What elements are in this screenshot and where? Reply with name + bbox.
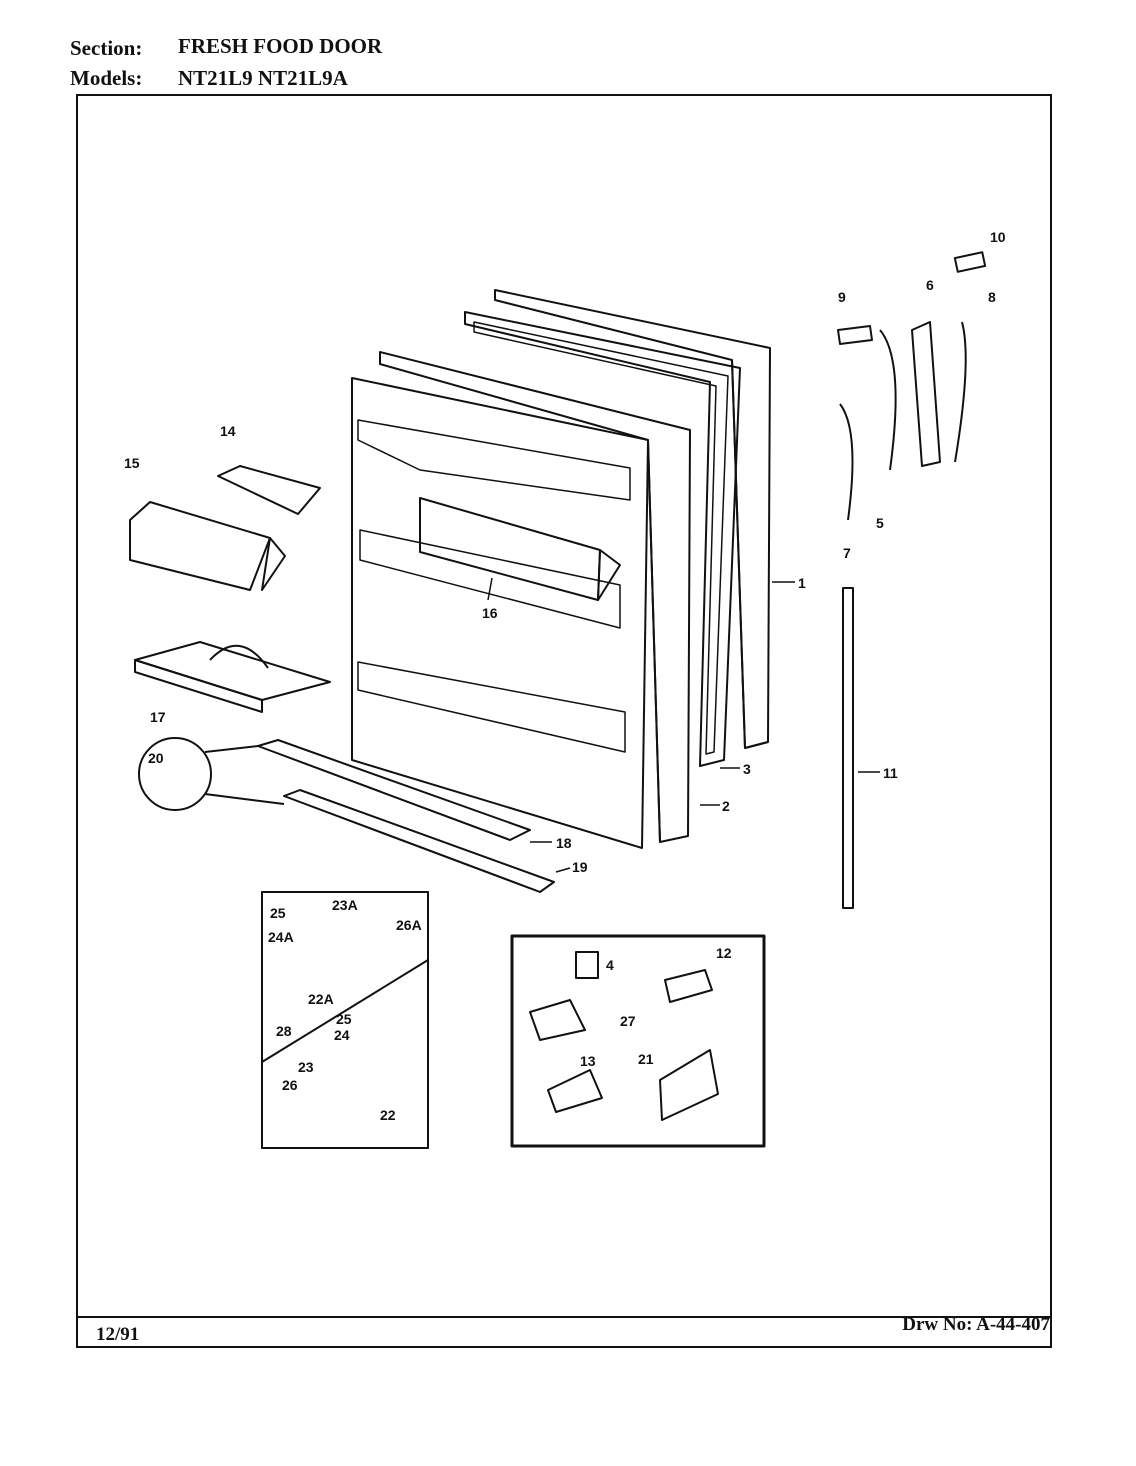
callout-4: 4 xyxy=(606,957,614,973)
callout-5: 5 xyxy=(876,515,884,531)
callout-10: 10 xyxy=(990,229,1006,245)
callout-6: 6 xyxy=(926,277,934,293)
footer-rule xyxy=(76,1316,1052,1318)
egg-tray xyxy=(134,641,331,713)
leader-lines xyxy=(487,577,880,873)
callout-labels: 1 2 3 4 5 6 7 8 9 10 11 12 13 14 15 16 1… xyxy=(124,229,1006,1123)
callout-22: 22 xyxy=(380,1107,396,1123)
section-value: FRESH FOOD DOOR xyxy=(178,34,383,58)
callout-2: 2 xyxy=(722,798,730,814)
callout-18: 18 xyxy=(556,835,572,851)
gasket-strip xyxy=(842,587,854,909)
callout-13: 13 xyxy=(580,1053,596,1069)
callout-22a: 22A xyxy=(308,991,334,1007)
callout-24: 24 xyxy=(334,1027,350,1043)
callout-21: 21 xyxy=(638,1051,654,1067)
callout-9: 9 xyxy=(838,289,846,305)
footer-drawing-number: Drw No: A-44-407 xyxy=(902,1314,1050,1335)
drawing-frame xyxy=(76,94,1052,1348)
callout-27: 27 xyxy=(620,1013,636,1029)
callout-1: 1 xyxy=(798,575,806,591)
callout-24a: 24A xyxy=(268,929,294,945)
callout-26: 26 xyxy=(282,1077,298,1093)
callout-14: 14 xyxy=(220,423,236,439)
section-label: Section: xyxy=(70,36,143,60)
door-inner-liner xyxy=(351,351,691,849)
models-label: Models: xyxy=(70,66,143,90)
door-gasket xyxy=(464,311,741,767)
callout-25-upper: 25 xyxy=(270,905,286,921)
callout-17: 17 xyxy=(150,709,166,725)
dairy-bin xyxy=(129,501,286,591)
callout-16: 16 xyxy=(482,605,498,621)
footer-date: 12/91 xyxy=(96,1324,140,1345)
callout-11: 11 xyxy=(883,765,898,781)
door-outer-panel xyxy=(494,289,771,749)
hardware-box xyxy=(510,934,766,1148)
callout-28: 28 xyxy=(276,1023,292,1039)
hinge-kit-box xyxy=(261,891,429,1149)
callout-7: 7 xyxy=(843,545,851,561)
callout-15: 15 xyxy=(124,455,140,471)
models-value: NT21L9 NT21L9A xyxy=(178,66,348,90)
dairy-lid xyxy=(217,465,321,515)
callout-20: 20 xyxy=(148,750,164,766)
callout-3: 3 xyxy=(743,761,751,777)
callout-25-lower: 25 xyxy=(336,1011,352,1027)
callout-12: 12 xyxy=(716,945,732,961)
callout-19: 19 xyxy=(572,859,588,875)
callout-23: 23 xyxy=(298,1059,314,1075)
hinge-parts xyxy=(837,251,987,521)
callout-26a: 26A xyxy=(396,917,422,933)
callout-23a: 23A xyxy=(332,897,358,913)
shelf-bars xyxy=(138,737,555,893)
callout-8: 8 xyxy=(988,289,996,305)
